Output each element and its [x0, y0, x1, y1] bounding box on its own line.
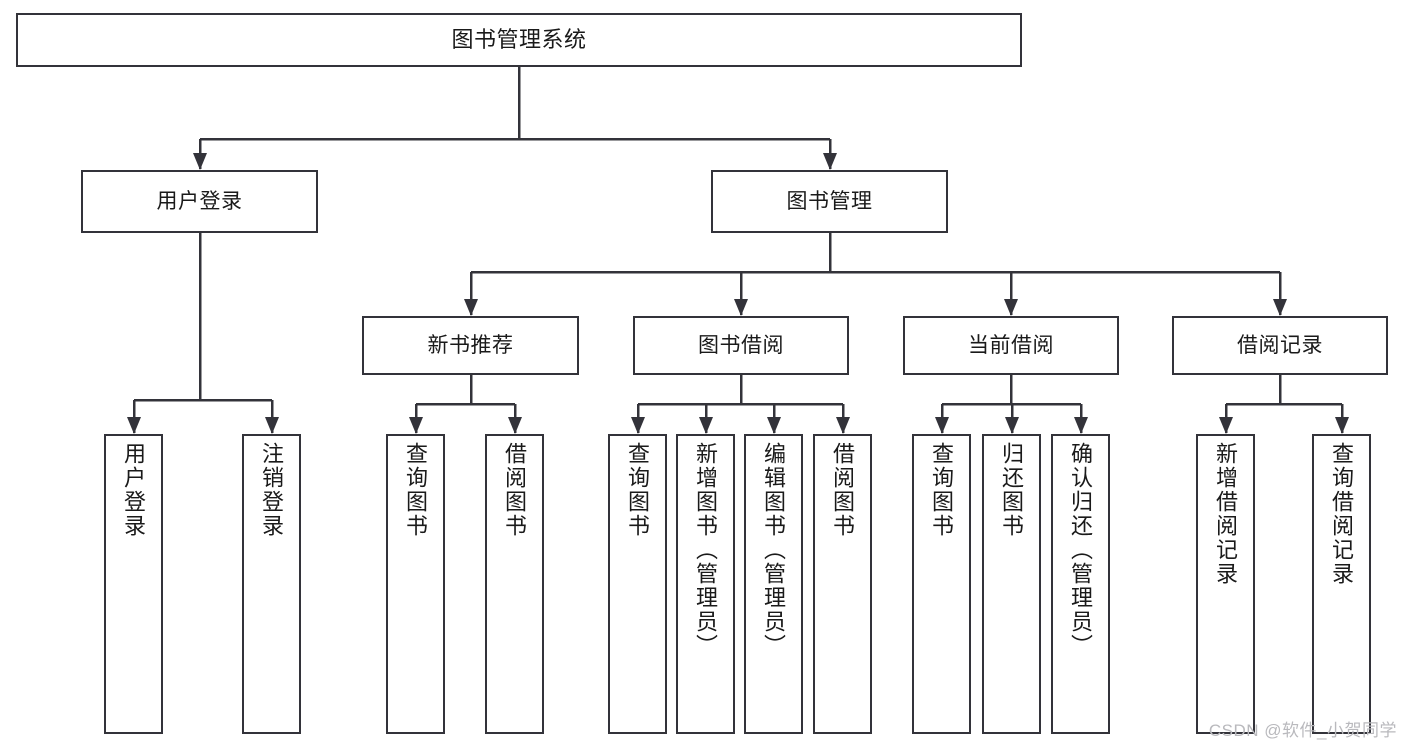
node-l_signin[interactable]: 用户登录 — [104, 434, 163, 734]
node-label-current: 当前借阅 — [968, 333, 1054, 357]
node-b_edit[interactable]: 编辑图书（管理员） — [744, 434, 803, 734]
arrowhead-n_borrow — [508, 417, 522, 434]
node-label-newbook: 新书推荐 — [427, 333, 514, 357]
node-c_query[interactable]: 查询图书 — [912, 434, 971, 734]
node-c_confirm[interactable]: 确认归还（管理员） — [1051, 434, 1110, 734]
arrowhead-login — [193, 153, 207, 170]
node-label-n_query: 查询图书 — [403, 442, 429, 538]
node-c_return[interactable]: 归还图书 — [982, 434, 1041, 734]
node-b_lend[interactable]: 借阅图书 — [813, 434, 872, 734]
arrowhead-r_add — [1219, 417, 1233, 434]
node-l_signout[interactable]: 注销登录 — [242, 434, 301, 734]
arrowhead-current — [1004, 299, 1018, 316]
arrowhead-c_return — [1005, 417, 1019, 434]
arrowhead-borrow — [734, 299, 748, 316]
node-label-b_add: 新增图书（管理员） — [693, 442, 719, 658]
arrowhead-n_query — [409, 417, 423, 434]
arrowhead-b_lend — [836, 417, 850, 434]
arrowhead-r_query — [1335, 417, 1349, 434]
node-label-borrow: 图书借阅 — [698, 333, 784, 357]
node-borrow[interactable]: 图书借阅 — [633, 316, 849, 375]
arrowhead-records — [1273, 299, 1287, 316]
arrowhead-bookmgmt — [823, 153, 837, 170]
arrowhead-c_confirm — [1074, 417, 1088, 434]
node-records[interactable]: 借阅记录 — [1172, 316, 1388, 375]
arrowhead-b_query — [631, 417, 645, 434]
node-current[interactable]: 当前借阅 — [903, 316, 1119, 375]
node-b_add[interactable]: 新增图书（管理员） — [676, 434, 735, 734]
arrowhead-newbook — [464, 299, 478, 316]
node-r_add[interactable]: 新增借阅记录 — [1196, 434, 1255, 734]
node-label-b_query: 查询图书 — [625, 442, 651, 538]
arrowhead-b_edit — [767, 417, 781, 434]
node-label-root: 图书管理系统 — [451, 26, 587, 52]
node-label-login: 用户登录 — [156, 189, 243, 213]
arrowhead-l_signout — [265, 417, 279, 434]
node-label-c_confirm: 确认归还（管理员） — [1068, 442, 1094, 658]
node-n_query[interactable]: 查询图书 — [386, 434, 445, 734]
node-r_query[interactable]: 查询借阅记录 — [1312, 434, 1371, 734]
node-label-records: 借阅记录 — [1237, 333, 1323, 357]
arrowhead-c_query — [935, 417, 949, 434]
node-bookmgmt[interactable]: 图书管理 — [711, 170, 948, 233]
node-label-r_query: 查询借阅记录 — [1329, 442, 1355, 586]
arrowhead-b_add — [699, 417, 713, 434]
node-label-l_signin: 用户登录 — [121, 442, 147, 538]
node-root[interactable]: 图书管理系统 — [16, 13, 1022, 67]
arrowhead-l_signin — [127, 417, 141, 434]
node-label-bookmgmt: 图书管理 — [786, 189, 873, 213]
node-label-l_signout: 注销登录 — [259, 442, 285, 538]
node-label-b_lend: 借阅图书 — [830, 442, 856, 538]
node-label-c_query: 查询图书 — [929, 442, 955, 538]
node-b_query[interactable]: 查询图书 — [608, 434, 667, 734]
node-label-c_return: 归还图书 — [999, 442, 1025, 538]
node-newbook[interactable]: 新书推荐 — [362, 316, 579, 375]
node-login[interactable]: 用户登录 — [81, 170, 318, 233]
node-n_borrow[interactable]: 借阅图书 — [485, 434, 544, 734]
watermark: CSDN @软件_小贺同学 — [1208, 721, 1397, 740]
node-label-r_add: 新增借阅记录 — [1213, 442, 1239, 586]
node-label-n_borrow: 借阅图书 — [502, 442, 528, 538]
node-label-b_edit: 编辑图书（管理员） — [761, 442, 787, 658]
